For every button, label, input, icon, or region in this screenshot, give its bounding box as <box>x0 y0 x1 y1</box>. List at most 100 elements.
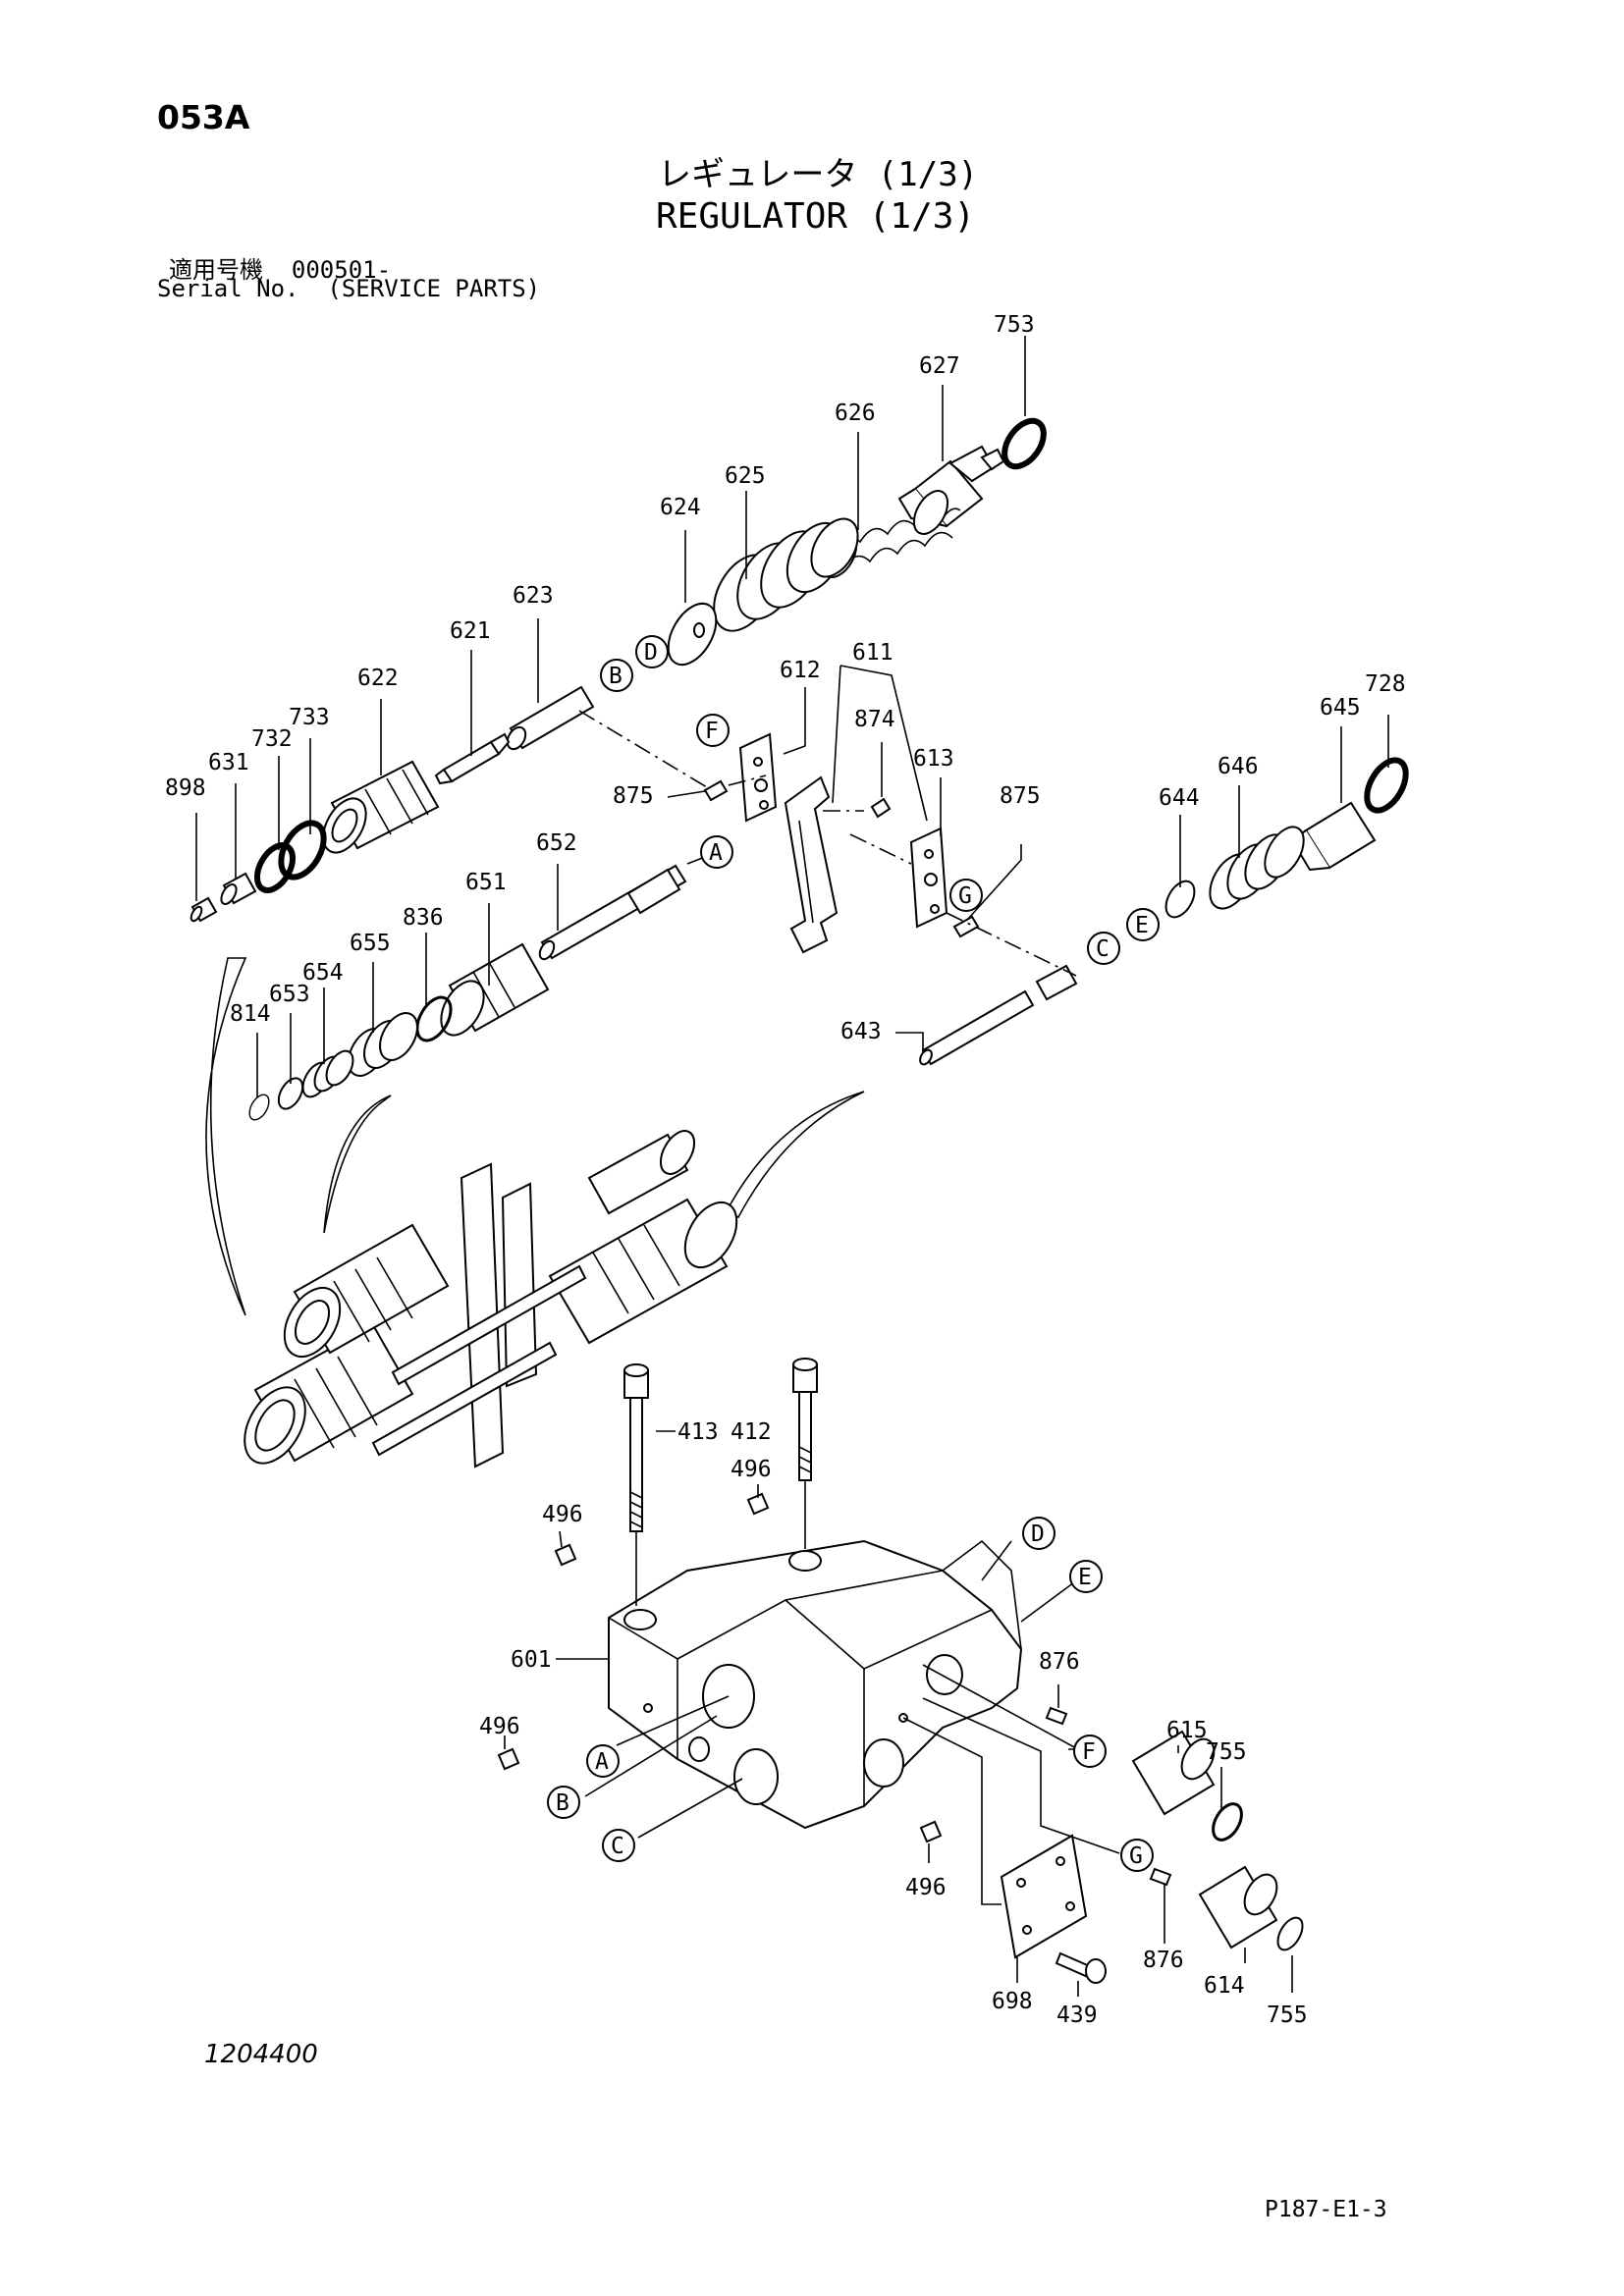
callout-circle: E <box>1126 908 1160 941</box>
part-601-regulator-body <box>608 1539 1023 1830</box>
svg-text:E: E <box>1135 913 1149 938</box>
svg-text:F: F <box>705 719 719 744</box>
part-label: 626 <box>835 400 876 426</box>
part-label: 876 <box>1039 1649 1080 1675</box>
svg-text:B: B <box>609 664 623 689</box>
part-755-oring-1 <box>1212 1802 1243 1842</box>
part-655-spring <box>347 1012 418 1077</box>
assembled-regulator-view <box>244 1130 738 1468</box>
callout-circle: G <box>1120 1839 1154 1872</box>
part-836-snap-ring <box>415 995 453 1042</box>
flow-arc-right <box>725 1091 865 1219</box>
part-number-labels: 753 627 626 625 624 623 621 622 733 732 … <box>165 312 1406 2028</box>
part-label: 733 <box>289 705 330 730</box>
part-label: 836 <box>403 905 444 931</box>
callout-circle: G <box>949 879 983 912</box>
part-label: 643 <box>840 1019 882 1044</box>
part-label: 625 <box>725 463 766 489</box>
part-label: 651 <box>465 870 507 895</box>
part-label: 611 <box>852 640 893 666</box>
callout-circle: C <box>1087 932 1120 965</box>
part-613-plate <box>909 827 948 929</box>
callout-circle: F <box>696 714 730 747</box>
page-reference: P187-E1-3 <box>1265 2197 1387 2222</box>
part-label: 652 <box>536 830 577 856</box>
part-label: 496 <box>731 1457 772 1482</box>
part-413-bolt <box>623 1363 649 1532</box>
part-611-lever <box>784 775 839 954</box>
callout-circle: D <box>635 635 669 668</box>
callout-circle: F <box>1073 1735 1107 1768</box>
callout-circle: C <box>602 1829 635 1862</box>
title-english: REGULATOR (1/3) <box>656 196 976 237</box>
serial-label-japanese: 適用号機 000501- <box>169 256 392 284</box>
callout-circle: E <box>1069 1560 1103 1593</box>
part-755-oring-2 <box>1276 1916 1304 1951</box>
svg-text:D: D <box>644 640 658 666</box>
part-898-pin <box>189 896 218 923</box>
part-label: 753 <box>994 312 1035 338</box>
part-label: 653 <box>269 982 310 1007</box>
part-876-pin-2 <box>1149 1867 1172 1887</box>
part-label: 698 <box>992 1989 1033 2014</box>
part-728-oring <box>1364 757 1409 814</box>
part-label: 755 <box>1206 1739 1247 1765</box>
part-412-bolt <box>792 1358 818 1481</box>
part-label: 413 <box>677 1419 719 1445</box>
part-label: 814 <box>230 1001 271 1027</box>
part-651-sleeve <box>440 942 550 1037</box>
svg-text:A: A <box>709 840 723 866</box>
callout-markers: D B F A G C E D E F A B C G <box>547 635 1160 1872</box>
part-631-sleeve <box>220 872 257 905</box>
svg-text:G: G <box>1129 1843 1143 1869</box>
part-753-oring <box>1001 417 1047 470</box>
part-644-seat <box>1164 880 1196 919</box>
svg-text:F: F <box>1082 1739 1096 1765</box>
part-875-pin-right <box>952 915 980 938</box>
part-label: 621 <box>450 618 491 644</box>
part-698-cover <box>1000 1834 1088 1959</box>
part-625-spring <box>713 517 859 632</box>
part-label: 613 <box>913 746 954 772</box>
part-label: 646 <box>1218 754 1259 779</box>
title-japanese: レギュレータ (1/3) <box>658 155 979 194</box>
part-label: 874 <box>854 707 895 732</box>
part-654-spring <box>301 1049 354 1098</box>
part-496-plug-1 <box>554 1543 577 1567</box>
part-621-pin <box>434 732 511 785</box>
part-label: 623 <box>513 583 554 609</box>
part-496-plug-3 <box>497 1747 520 1771</box>
part-label: 655 <box>350 931 391 956</box>
part-label: 614 <box>1204 1973 1245 1999</box>
part-label: 732 <box>251 726 293 752</box>
callout-circle: A <box>586 1744 620 1778</box>
part-876-pin-1 <box>1045 1706 1068 1726</box>
flow-arc-left <box>205 957 247 1316</box>
part-label: 496 <box>479 1714 520 1739</box>
svg-text:D: D <box>1031 1522 1045 1547</box>
part-label: 644 <box>1159 785 1200 811</box>
part-623-piston <box>506 685 595 751</box>
part-label: 875 <box>1000 783 1041 809</box>
part-label: 622 <box>357 666 399 691</box>
drawing-number: 1204400 <box>204 2040 318 2069</box>
part-label: 875 <box>613 783 654 809</box>
part-label: 615 <box>1166 1718 1208 1743</box>
callout-circle: B <box>547 1786 580 1819</box>
part-label: 496 <box>542 1502 583 1527</box>
svg-text:B: B <box>556 1790 569 1816</box>
part-875-pin-left <box>703 779 729 802</box>
part-622-sleeve <box>322 760 440 854</box>
callout-circle: D <box>1022 1517 1056 1550</box>
part-733-oring <box>278 820 327 881</box>
svg-text:A: A <box>595 1749 609 1775</box>
part-label: 654 <box>302 960 344 986</box>
svg-text:E: E <box>1078 1565 1092 1590</box>
part-624-spring-seat <box>667 602 718 667</box>
part-614-plug <box>1198 1865 1278 1949</box>
part-label: 876 <box>1143 1948 1184 1973</box>
part-label: 612 <box>780 658 821 683</box>
part-652-spool <box>538 864 687 961</box>
part-645-plug <box>1290 801 1377 872</box>
